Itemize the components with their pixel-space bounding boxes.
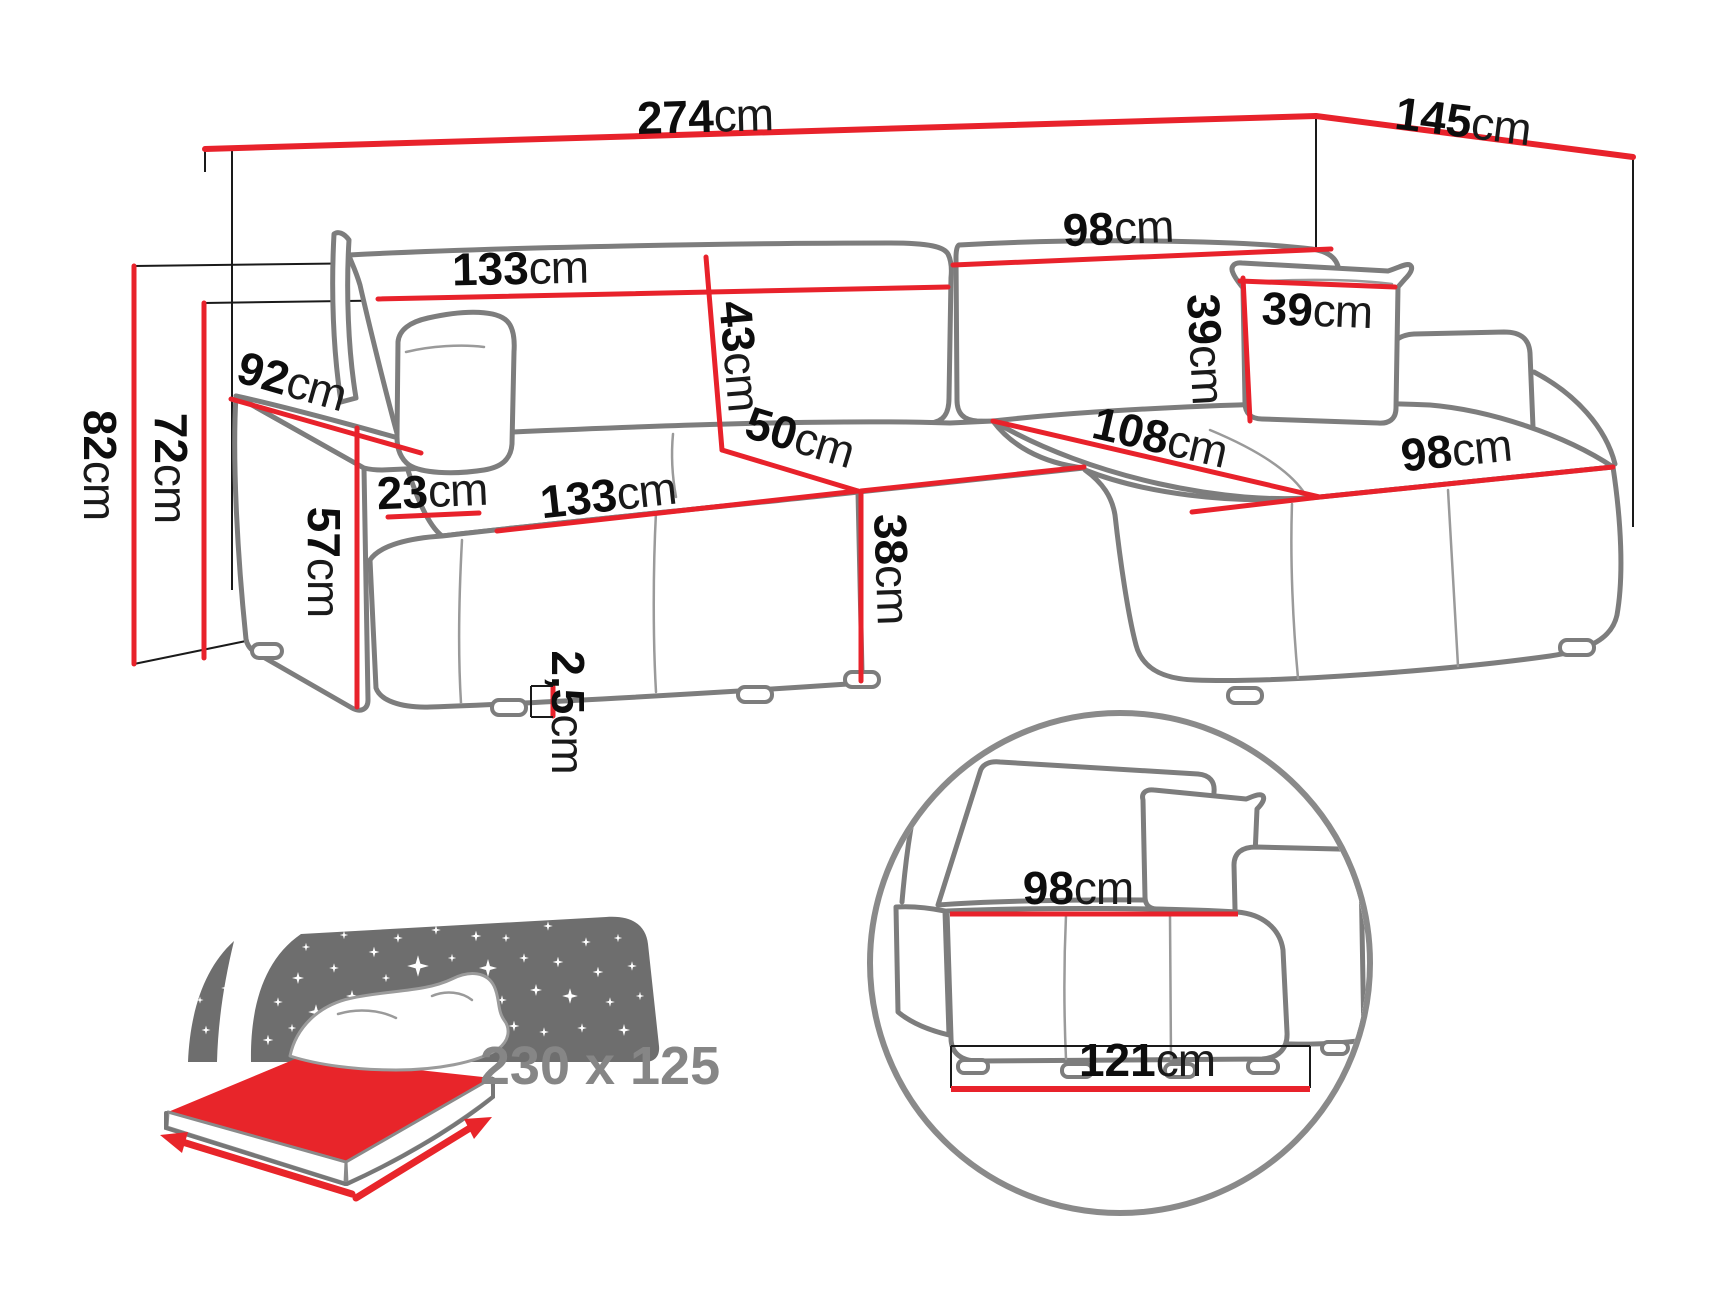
chaise-front-face: [1082, 464, 1624, 683]
dim-seat-height-label: 38cm: [864, 513, 920, 625]
back-frame-edge: [330, 230, 359, 405]
mattress-base-outline: [164, 1077, 495, 1186]
armrest-left-side: [232, 393, 371, 713]
dim-backrest-right-width-label: 98cm: [1062, 200, 1175, 257]
detail-sofa-drawing: [893, 759, 1367, 1092]
leg-bracket: [530, 685, 553, 718]
duvet: [288, 972, 510, 1072]
dim-pillow-width-label: 39cm: [1261, 282, 1373, 338]
dim-leg-height-label: 2,5cm: [542, 650, 594, 773]
bed-size-arrows: [160, 1117, 492, 1202]
mattress-top: [168, 1057, 492, 1162]
extension-lines: [133, 116, 1634, 665]
dim-armrest-width-label: 23cm: [376, 463, 489, 520]
seat-pillow-left: [394, 309, 517, 476]
dim-backrest-floor-height-label: 72cm: [145, 413, 197, 524]
dim-chaise-width-label: 98cm: [1398, 419, 1513, 482]
dim-backrest-left-width-label: 133cm: [451, 241, 588, 296]
bed-size-label: 230 x 125: [480, 1036, 720, 1096]
dim-armrest-height-label: 57cm: [298, 507, 350, 618]
night-sky-wedge: [188, 941, 234, 1062]
dim-backrest-height-label: 43cm: [709, 299, 770, 414]
chaise-back-right-edge: [1531, 369, 1618, 467]
dim-overall-depth-label: 145cm: [1392, 87, 1534, 156]
detail-seat-width-label: 98cm: [1023, 862, 1134, 914]
detail-module-width-label: 121cm: [1079, 1034, 1215, 1086]
detail-view-circle: 98cm 121cm: [867, 710, 1373, 1216]
dim-pillow-height-label: 39cm: [1177, 292, 1235, 405]
dimension-lines: [131, 113, 1636, 719]
sleep-function-icon: 230 x 125: [160, 916, 720, 1202]
dim-overall-width-label: 274cm: [636, 88, 774, 144]
dim-overall-height-label: 82cm: [74, 410, 126, 521]
dim-seat-width-label: 133cm: [538, 462, 679, 529]
chaise-pillow: [1229, 260, 1415, 426]
sofa-feet: [250, 638, 1596, 717]
detail-left-cushion: [893, 904, 952, 1038]
detail-feet: [956, 1040, 1350, 1079]
chaise-seat-top: [990, 400, 1616, 502]
